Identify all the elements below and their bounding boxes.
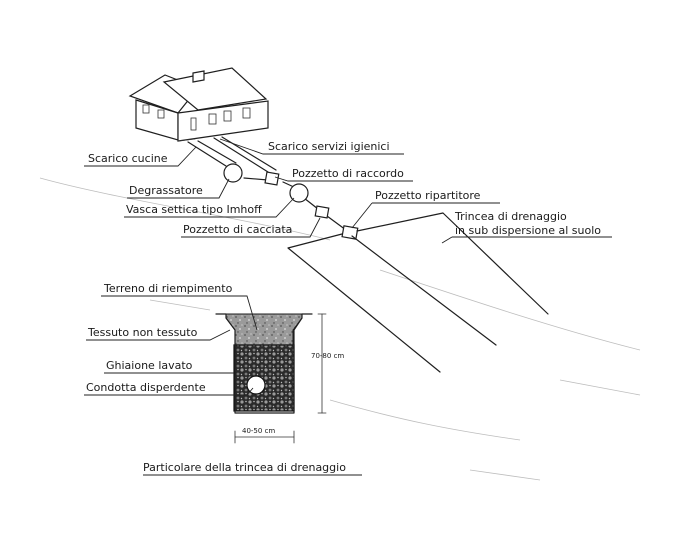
label-ghiaione: Ghiaione lavato bbox=[106, 359, 193, 372]
pozzetto-raccordo-box bbox=[264, 171, 280, 186]
label-vasca-imhoff: Vasca settica tipo Imhoff bbox=[126, 203, 262, 216]
ground-texture bbox=[39, 177, 641, 481]
label-degrassatore: Degrassatore bbox=[129, 184, 203, 197]
drainage-trenches bbox=[287, 212, 549, 373]
label-scarico-cucine: Scarico cucine bbox=[88, 152, 168, 165]
label-trincea-line2: in sub dispersione al suolo bbox=[455, 224, 601, 237]
dimension-width: 40-50 cm bbox=[234, 427, 295, 444]
trench-gravel-fill bbox=[233, 344, 295, 412]
trench-soil-fill bbox=[225, 313, 303, 346]
caption: Particolare della trincea di drenaggio bbox=[143, 461, 346, 474]
dimension-height: 70-80 cm bbox=[311, 313, 344, 414]
label-pozzetto-cacciata: Pozzetto di cacciata bbox=[183, 223, 292, 236]
label-pozzetto-raccordo: Pozzetto di raccordo bbox=[292, 167, 404, 180]
pipeline-system bbox=[187, 136, 359, 240]
label-tessuto: Tessuto non tessuto bbox=[87, 326, 198, 339]
label-trincea-line1: Trincea di drenaggio bbox=[454, 210, 567, 223]
label-condotta: Condotta disperdente bbox=[86, 381, 206, 394]
degrassatore-tank bbox=[223, 163, 243, 183]
trench-section bbox=[215, 313, 313, 414]
imhoff-tank bbox=[289, 183, 309, 203]
label-pozzetto-ripartitore: Pozzetto ripartitore bbox=[375, 189, 481, 202]
dim-height-label: 70-80 cm bbox=[311, 352, 344, 360]
label-scarico-servizi: Scarico servizi igienici bbox=[268, 140, 390, 153]
leader-lines bbox=[84, 138, 612, 476]
labels: Scarico cucine Scarico servizi igienici … bbox=[86, 140, 601, 474]
house bbox=[128, 67, 269, 142]
pozzetto-ripartitore-box bbox=[341, 225, 359, 240]
pozzetto-cacciata-box bbox=[314, 205, 330, 219]
dim-width-label: 40-50 cm bbox=[242, 427, 275, 435]
label-terreno: Terreno di riempimento bbox=[103, 282, 233, 295]
